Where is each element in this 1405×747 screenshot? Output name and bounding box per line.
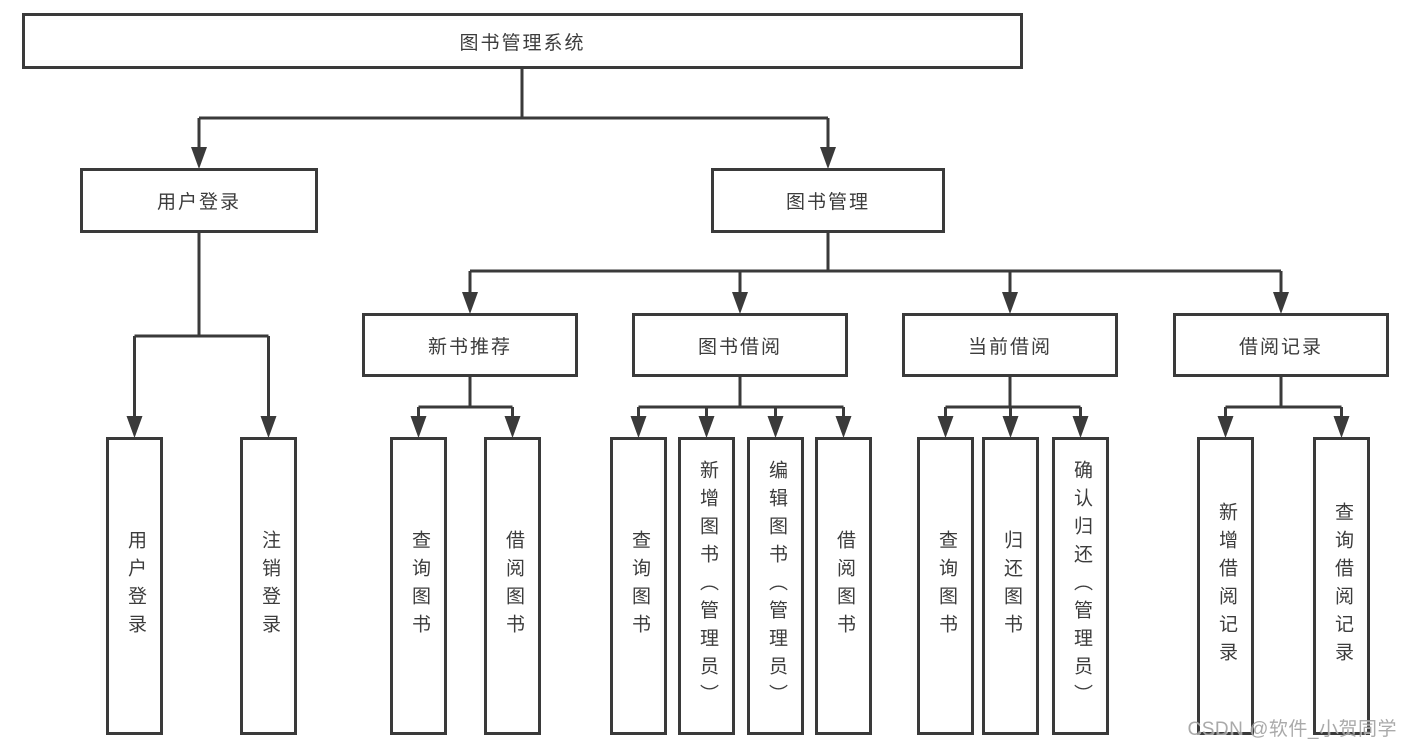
node-user-login: 用户登录 <box>80 168 318 233</box>
leaf-return-book: 归还图书 <box>982 437 1039 735</box>
csdn-watermark: CSDN @软件_小贺同学 <box>1187 719 1397 740</box>
leaf-confirm-return-admin: 确认归还（管理员） <box>1052 437 1109 735</box>
node-book-management: 图书管理 <box>711 168 945 233</box>
leaf-query-books-recommend: 查询图书 <box>390 437 447 735</box>
leaf-query-books-current: 查询图书 <box>917 437 974 735</box>
node-book-borrow: 图书借阅 <box>632 313 848 377</box>
node-new-book-recommend: 新书推荐 <box>362 313 578 377</box>
leaf-user-login: 用户登录 <box>106 437 163 735</box>
leaf-borrow-books-borrow: 借阅图书 <box>815 437 872 735</box>
leaf-query-borrow-record: 查询借阅记录 <box>1313 437 1370 735</box>
leaf-borrow-books-recommend: 借阅图书 <box>484 437 541 735</box>
node-current-borrow: 当前借阅 <box>902 313 1118 377</box>
leaf-add-borrow-record: 新增借阅记录 <box>1197 437 1254 735</box>
leaf-logout: 注销登录 <box>240 437 297 735</box>
node-borrow-records: 借阅记录 <box>1173 313 1389 377</box>
node-root-system: 图书管理系统 <box>22 13 1023 69</box>
arrowheads <box>126 147 1350 438</box>
leaf-add-book-admin: 新增图书（管理员） <box>678 437 735 735</box>
leaf-query-books-borrow: 查询图书 <box>610 437 667 735</box>
leaf-edit-book-admin: 编辑图书（管理员） <box>747 437 804 735</box>
